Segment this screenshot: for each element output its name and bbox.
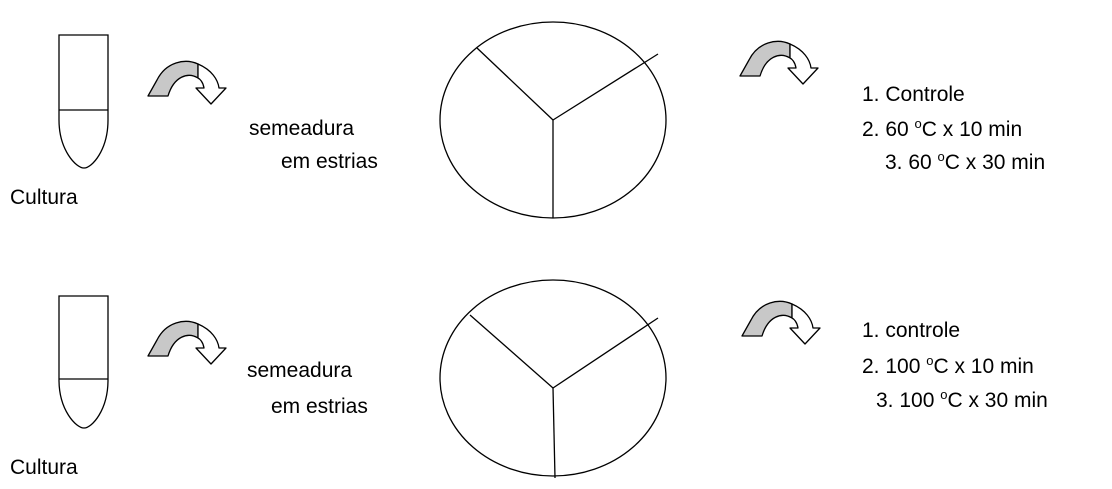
method-line-2: em estrias (281, 151, 378, 172)
method-line-1: semeadura (249, 118, 354, 139)
condition-item: 1. Controle (862, 84, 965, 105)
method-line-2: em estrias (271, 396, 368, 417)
curved-arrow-icon (148, 61, 226, 104)
culture-tube-2 (59, 296, 108, 428)
curved-arrow-icon (148, 321, 226, 364)
curved-arrow-icon (740, 41, 818, 84)
condition-item: 3. 100 oC x 30 min (876, 390, 1048, 411)
tube-label: Cultura (10, 187, 78, 208)
method-line-1: semeadura (247, 360, 352, 381)
condition-item: 2. 100 oC x 10 min (862, 356, 1034, 377)
culture-tube-1 (59, 35, 108, 168)
condition-item: 1. controle (862, 320, 960, 341)
petri-dish-2 (440, 280, 666, 478)
condition-item: 2. 60 oC x 10 min (862, 119, 1022, 140)
tube-label: Cultura (10, 457, 78, 478)
petri-dish-1 (440, 22, 666, 218)
curved-arrow-icon (742, 301, 820, 344)
condition-item: 3. 60 oC x 30 min (885, 152, 1045, 173)
